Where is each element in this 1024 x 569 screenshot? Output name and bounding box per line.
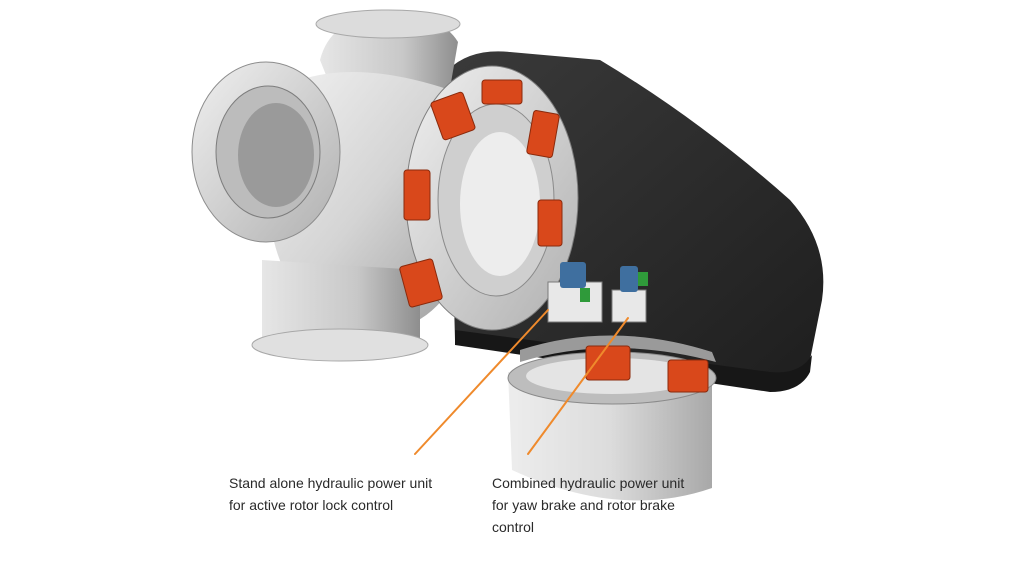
rotor-brake-calipers [399, 79, 563, 308]
callout-right-line-3: control [492, 519, 535, 535]
callout-combined-unit: Combined hydraulic power unit for yaw br… [492, 472, 684, 538]
callout-stand-alone-unit: Stand alone hydraulic power unit for act… [229, 472, 432, 516]
hub-lower-blade-pipe [251, 260, 429, 362]
combined-hydraulic-power-unit [611, 266, 648, 323]
stand-alone-hydraulic-power-unit [547, 262, 603, 323]
callout-left-line-1: Stand alone hydraulic power unit [229, 475, 433, 491]
yaw-brake-calipers [585, 345, 709, 393]
callout-right-line-2: for yaw brake and rotor brake [492, 497, 675, 513]
hub-left-blade-flange [191, 61, 341, 243]
callout-left-line-2: for active rotor lock control [229, 497, 394, 513]
leader-line-right [527, 317, 629, 455]
leader-lines [414, 309, 629, 455]
yaw-ring [520, 335, 716, 362]
callout-right-line-1: Combined hydraulic power unit [492, 475, 685, 491]
leader-line-left [414, 309, 549, 455]
